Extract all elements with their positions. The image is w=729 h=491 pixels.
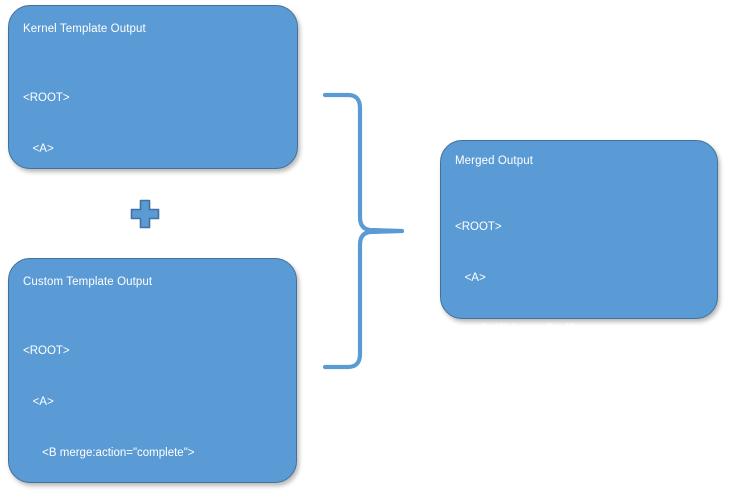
right-curly-brace-icon	[318, 86, 410, 376]
code-line: </A>	[455, 476, 489, 488]
plus-icon	[130, 199, 160, 229]
kernel-template-output-title: Kernel Template Output	[23, 23, 146, 35]
code-line: <A>	[23, 396, 54, 408]
code-line: <C>Hello</C>	[23, 194, 116, 206]
code-line: <A>	[23, 143, 54, 155]
custom-template-output-box[interactable]: Custom Template Output <ROOT> <A> <B mer…	[8, 258, 297, 483]
merged-output-code: <ROOT> <A> <B>Welcome To</B> <C>Hello</C…	[455, 185, 582, 491]
custom-template-output-title: Custom Template Output	[23, 276, 153, 288]
code-line: <D>World</D>	[455, 425, 551, 437]
code-line: <D>World</D>	[23, 245, 119, 257]
code-line: <B>Welcome To</B>	[455, 323, 583, 335]
code-line: <ROOT>	[23, 345, 70, 357]
code-line: <ROOT>	[23, 92, 70, 104]
merged-output-box[interactable]: Merged Output <ROOT> <A> <B>Welcome To</…	[440, 140, 718, 488]
custom-template-output-code: <ROOT> <A> <B merge:action="complete"> W…	[23, 309, 195, 491]
code-line: <B merge:action="complete">	[23, 447, 195, 459]
kernel-template-output-box[interactable]: Kernel Template Output <ROOT> <A> <C>Hel…	[8, 5, 298, 359]
code-line: <ROOT>	[455, 221, 502, 233]
code-line: <A>	[455, 272, 486, 284]
merged-output-title: Merged Output	[455, 155, 534, 167]
code-line: <C>Hello</C>	[455, 374, 548, 386]
